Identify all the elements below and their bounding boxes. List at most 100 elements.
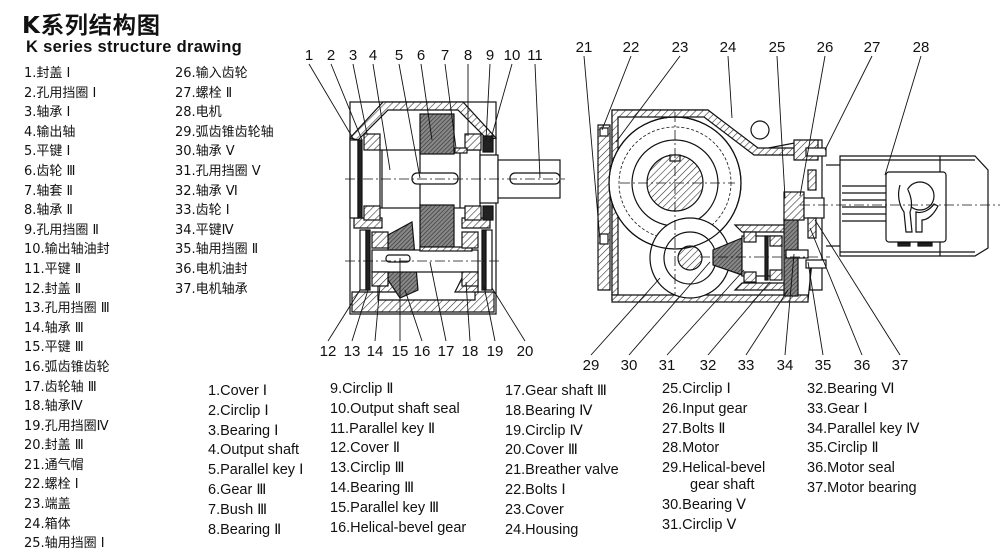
callout-number: 19 (487, 343, 504, 360)
part-label-en: 22.Bolts Ⅰ (505, 481, 566, 498)
part-label-cn: 36.电机油封 (175, 261, 248, 277)
callout-number: 5 (395, 47, 403, 64)
leader-line (601, 55, 632, 131)
callout-number: 23 (672, 39, 689, 56)
leader-line (884, 55, 922, 176)
part-label-en: 29.Helical-bevel (662, 460, 766, 477)
leader-line (465, 281, 471, 342)
callout-number: 2 (327, 47, 335, 64)
part-label-en: 16.Helical-bevel gear (330, 519, 467, 536)
callout-number: 24 (720, 39, 737, 56)
part-label-en: 7.Bush Ⅲ (208, 501, 268, 518)
leader-line (799, 55, 826, 197)
part-label-en: 20.Cover Ⅲ (505, 442, 578, 459)
callout-number: 20 (517, 343, 534, 360)
part-label-en: 23.Cover (505, 501, 564, 518)
title-english: K series structure drawing (26, 38, 242, 56)
leader-line (374, 284, 381, 342)
part-label-cn: 10.输出轴油封 (24, 242, 110, 258)
part-label-cn: 35.轴用挡圈 Ⅱ (175, 242, 259, 258)
part-label-en: 31.Circlip Ⅴ (662, 516, 737, 533)
part-label-en: 34.Parallel key Ⅳ (807, 420, 920, 437)
bearing-18-top (461, 231, 479, 249)
leader-line (534, 63, 541, 179)
callout-number: 18 (462, 343, 479, 360)
callout-number: 3 (349, 47, 357, 64)
leader-line (352, 63, 368, 135)
leader-line (485, 63, 491, 141)
leader-line (398, 63, 421, 179)
leader-line (372, 63, 391, 171)
input-gear-26 (783, 191, 805, 221)
leader-line (628, 261, 711, 356)
part-label-cn: 34.平键Ⅳ (175, 222, 234, 238)
part-label-cn: 1.封盖 Ⅰ (24, 66, 71, 81)
bearing-14-bottom (371, 271, 389, 287)
part-label-cn: 32.轴承 Ⅵ (175, 183, 238, 199)
callout-leaders (308, 55, 922, 356)
bearing-32-top (769, 235, 783, 247)
motor-bearing-37 (807, 217, 817, 239)
callout-number: 15 (392, 343, 409, 360)
gear-6-lower (419, 204, 455, 248)
leader-line (327, 289, 361, 342)
logo-hands-globe-icon (898, 181, 939, 233)
part-label-en: 33.Gear Ⅰ (807, 400, 868, 417)
callout-number: 29 (583, 357, 600, 374)
parallel-key-5 (411, 172, 459, 185)
part-label-en: 30.Bearing Ⅴ (662, 496, 747, 513)
callout-number: 9 (486, 47, 494, 64)
gear-shaft-section (677, 245, 703, 271)
part-label-en: 8.Bearing Ⅱ (208, 521, 282, 538)
callout-number: 22 (623, 39, 640, 56)
part-label-en: 9.Circlip Ⅱ (330, 381, 394, 397)
leader-line (308, 63, 355, 141)
leader-line (429, 261, 447, 342)
leader-line (351, 289, 369, 342)
title-chinese: K系列结构图 (22, 13, 161, 39)
circlip-13 (365, 229, 371, 291)
motor-shaft (803, 197, 825, 219)
gear-6-upper (419, 113, 455, 155)
bolt-27-bottom (805, 259, 827, 269)
callout-number: 36 (854, 357, 871, 374)
part-label-cn: 13.孔用挡圈 Ⅲ (24, 301, 110, 317)
part-label-cn: 16.弧齿锥齿轮 (24, 359, 110, 375)
part-label-en: 2.Circlip Ⅰ (208, 402, 269, 419)
part-label-cn: 8.轴承 Ⅱ (24, 203, 73, 219)
part-label-cn: 23.端盖 (24, 497, 71, 513)
callout-number: 26 (817, 39, 834, 56)
part-label-en: 28.Motor (662, 440, 720, 457)
part-label-cn: 24.箱体 (24, 516, 71, 532)
part-label-cn: 33.齿轮 Ⅰ (175, 203, 230, 219)
leader-line (615, 55, 681, 143)
housing-bottom-wall (351, 291, 495, 313)
part-label-en: 10.Output shaft seal (330, 400, 460, 417)
bearing-32-bottom (769, 269, 783, 281)
breather-valve-21 (599, 233, 609, 245)
part-label-cn: 3.轴承 Ⅰ (24, 105, 71, 121)
bearing-3-top (363, 133, 381, 151)
part-label-cn: 22.螺栓 Ⅰ (24, 477, 79, 493)
part-label-en: 15.Parallel key Ⅲ (330, 499, 440, 516)
callout-number: 12 (320, 343, 337, 360)
part-label-en: 1.Cover Ⅰ (208, 383, 268, 399)
part-label-en: 24.Housing (505, 521, 579, 538)
callout-number: 31 (659, 357, 676, 374)
part-label-cn: 4.输出轴 (24, 124, 76, 140)
part-label-cn: 25.轴用挡圈 Ⅰ (24, 536, 105, 552)
callout-number: 8 (464, 47, 472, 64)
callout-number: 25 (769, 39, 786, 56)
motor-foot-right (917, 242, 933, 247)
callout-number: 11 (527, 47, 543, 64)
end-cover-23 (597, 124, 611, 291)
cover-12 (359, 229, 367, 291)
part-label-en: 14.Bearing Ⅲ (330, 479, 415, 496)
lifting-eye (750, 120, 770, 140)
part-label-cn: 15.平键 Ⅲ (24, 340, 84, 356)
part-label-en: 26.Input gear (662, 400, 748, 417)
